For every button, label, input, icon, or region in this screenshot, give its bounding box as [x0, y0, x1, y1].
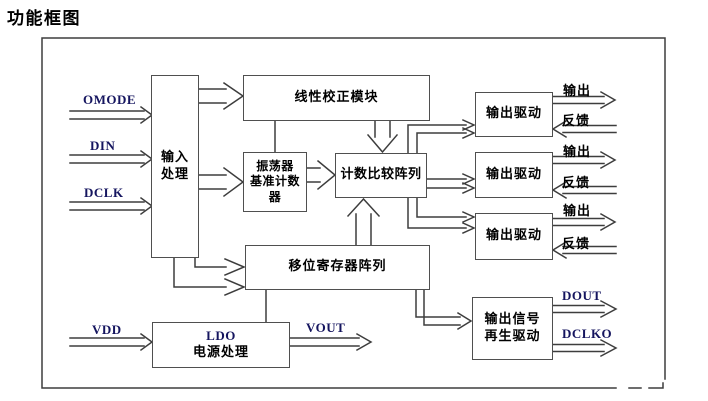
block-output-driver-3-label: 输出驱动 — [485, 228, 542, 244]
figure-title: 功能框图 — [7, 9, 81, 29]
diagram-frame — [41, 37, 666, 389]
block-oscillator-ref-counter-label: 振荡器 — [256, 158, 294, 173]
arrow-inputproc-to-linear — [198, 81, 245, 111]
arrow-out3 — [552, 212, 617, 232]
block-output-driver-3: 输出驱动 — [475, 213, 553, 260]
block-count-compare-array: 计数比较阵列 — [335, 153, 427, 198]
arrow-osc-to-countcompare — [306, 159, 337, 191]
arrow-omode-input — [69, 105, 154, 125]
block-regen-driver-label: 输出信号 — [484, 311, 541, 327]
block-input-processing: 输入 处理 — [151, 75, 199, 258]
arrow-dclko — [552, 338, 618, 358]
block-count-compare-array-label: 计数比较阵列 — [340, 167, 422, 183]
label-feedback-2: 反馈 — [562, 176, 591, 191]
label-feedback-1: 反馈 — [562, 114, 591, 129]
arrows-countcompare-to-driver1 — [407, 119, 476, 154]
block-input-processing-label: 输入 — [160, 149, 189, 165]
arrow-fb3 — [551, 240, 617, 260]
label-omode: OMODE — [83, 92, 137, 107]
label-dclko: DCLKO — [562, 326, 613, 341]
arrow-fb2 — [551, 180, 617, 200]
arrow-inputproc-to-shift-lower — [173, 257, 246, 296]
block-regen-driver: 输出信号 再生驱动 — [472, 297, 553, 360]
block-ldo-power: LDO 电源处理 — [152, 322, 290, 368]
label-feedback-3: 反馈 — [562, 237, 591, 252]
arrow-inputproc-to-shift-upper — [194, 257, 246, 276]
block-shift-register-array-label: 移位寄存器阵列 — [288, 259, 387, 275]
block-output-driver-1: 输出驱动 — [475, 92, 553, 137]
arrow-fb1 — [551, 119, 617, 139]
label-output-2: 输出 — [563, 145, 592, 160]
arrow-out2 — [552, 150, 617, 170]
label-output-1: 输出 — [563, 84, 592, 99]
label-vout: VOUT — [306, 320, 346, 335]
arrows-countcompare-to-driver3 — [407, 197, 476, 234]
label-din: DIN — [90, 138, 116, 153]
arrow-inputproc-to-osc — [198, 166, 245, 198]
label-vdd: VDD — [92, 322, 122, 337]
block-ldo-power-label: LDO — [206, 328, 236, 344]
block-shift-register-array: 移位寄存器阵列 — [245, 245, 430, 290]
block-output-driver-2-label: 输出驱动 — [485, 166, 542, 182]
block-output-driver-1-label: 输出驱动 — [485, 106, 542, 122]
label-dclk: DCLK — [84, 185, 124, 200]
arrow-out1 — [552, 90, 617, 110]
arrows-countcompare-to-driver2 — [426, 173, 476, 194]
block-oscillator-ref-counter: 振荡器 基准计数 器 — [243, 152, 307, 212]
label-output-3: 输出 — [563, 204, 592, 219]
block-linear-correction: 线性校正模块 — [243, 75, 430, 121]
block-linear-correction-label: 线性校正模块 — [294, 89, 379, 105]
arrow-shift-to-countcompare — [346, 197, 381, 246]
arrow-dout — [552, 299, 618, 319]
label-dout: DOUT — [562, 288, 602, 303]
block-output-driver-2: 输出驱动 — [475, 152, 553, 198]
arrow-shift-to-regen — [415, 289, 473, 331]
arrow-vout — [289, 332, 373, 352]
arrow-linear-to-countcompare — [366, 120, 399, 154]
